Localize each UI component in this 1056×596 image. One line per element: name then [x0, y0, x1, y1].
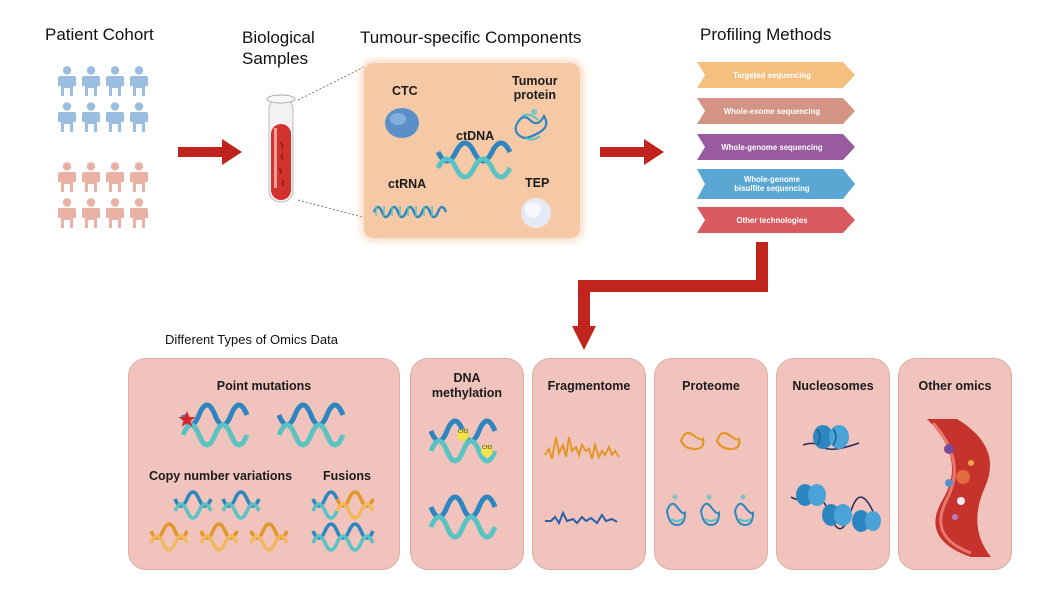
tumour-components-heading: Tumour-specific Components: [360, 28, 582, 47]
proteome-title: Proteome: [682, 379, 740, 393]
dna-methylation-line1: DNA: [453, 371, 481, 385]
panel-dna-methylation: DNA methylation CH3 CH3: [410, 358, 524, 570]
tumour-protein-label: Tumour protein: [512, 74, 558, 102]
panel-other-omics: Other omics: [898, 358, 1012, 570]
profiling-label: Other technologies: [736, 215, 808, 225]
profiling-label: Whole-genome bisulfite sequencing: [697, 169, 847, 199]
blood-vessel-icon: [927, 419, 991, 557]
platelet-icon: [521, 198, 551, 228]
patient-cohort-heading: Patient Cohort: [45, 25, 154, 44]
profiling-label: Whole-genome sequencing: [721, 142, 823, 152]
nucleosomes-title: Nucleosomes: [792, 379, 874, 393]
patient-cohort-icons: [58, 66, 148, 228]
protein-icon: [514, 109, 548, 141]
pink-person-icons: [58, 162, 148, 228]
mutation-star-icon: [178, 411, 196, 427]
zoom-lines: [297, 65, 367, 219]
dna-methylation-line2: methylation: [431, 386, 503, 400]
ctdna-helix-icon: [435, 140, 513, 180]
ctdna-label: ctDNA: [456, 129, 495, 143]
profiling-label: Whole-exome sequencing: [723, 106, 821, 116]
chevron-shape: [697, 98, 855, 124]
fragment-profile-blue-icon: [545, 510, 618, 526]
point-mutations-title: Point mutations: [216, 379, 312, 393]
omics-heading: Different Types of Omics Data: [165, 332, 338, 347]
chevron-shape: [697, 169, 855, 199]
proteome-orange-proteins-icon: [679, 431, 741, 451]
biological-samples-line1: Biological: [242, 28, 315, 47]
tep-label: TEP: [525, 176, 550, 190]
panel-fragmentome: Fragmentome: [532, 358, 646, 570]
arrow-right-icon: [178, 139, 242, 165]
nucleosome-chain-icon: [790, 484, 881, 532]
panel-proteome: Proteome: [654, 358, 768, 570]
fusions-title: Fusions: [323, 469, 371, 483]
ctrna-strand-icon: [372, 205, 448, 219]
blood-tube-icon: [266, 94, 296, 203]
proteome-blue-proteins-icon: [665, 494, 755, 527]
chevron-shape: [697, 134, 855, 160]
blue-person-icons: [58, 66, 148, 132]
biological-samples-heading: Biological Samples: [242, 27, 315, 69]
profiling-methods-heading: Profiling Methods: [700, 25, 832, 44]
unmethylated-helix-icon: [428, 494, 498, 540]
ctc-cell-icon: [385, 108, 419, 138]
tumour-protein-line1: Tumour: [512, 74, 558, 88]
fragmentome-title: Fragmentome: [547, 379, 631, 393]
profiling-label-line2: bisulfite sequencing: [734, 184, 810, 193]
other-omics-title: Other omics: [918, 379, 992, 393]
point-mutation-helix-icon: [178, 402, 346, 448]
fragment-profile-orange-icon: [544, 436, 620, 460]
ctrna-label: ctRNA: [388, 177, 427, 191]
methyl-mark-1: CH3: [458, 429, 469, 435]
cnv-fusion-helices-icon: [149, 490, 375, 552]
elbow-arrow-down-icon: [572, 242, 768, 350]
dna-methylation-title: DNA methylation: [411, 371, 523, 401]
profiling-label: Targeted sequencing: [733, 70, 811, 80]
ctc-label: CTC: [392, 84, 418, 98]
tumour-protein-line2: protein: [513, 88, 556, 102]
profiling-whole-genome-bisulfite-sequencing: Whole-genome bisulfite sequencing: [697, 169, 857, 199]
profiling-whole-exome-sequencing: Whole-exome sequencing: [697, 98, 857, 124]
chevron-shape: [697, 62, 855, 88]
nucleosome-single-icon: [802, 425, 860, 450]
methylated-helix-icon: [428, 418, 498, 464]
panel-genomic-alterations: Point mutations Copy number variations F…: [128, 358, 400, 570]
profiling-other-technologies: Other technologies: [697, 207, 857, 233]
methyl-mark-2: CH3: [482, 445, 493, 451]
profiling-label-line1: Whole-genome: [744, 175, 800, 184]
arrow-right-icon: [600, 139, 664, 165]
biological-samples-line2: Samples: [242, 49, 309, 68]
profiling-targeted-sequencing: Targeted sequencing: [697, 62, 857, 88]
copy-number-variations-title: Copy number variations: [149, 469, 293, 483]
profiling-whole-genome-sequencing: Whole-genome sequencing: [697, 134, 857, 160]
panel-nucleosomes: Nucleosomes: [776, 358, 890, 570]
chevron-shape: [697, 207, 855, 233]
